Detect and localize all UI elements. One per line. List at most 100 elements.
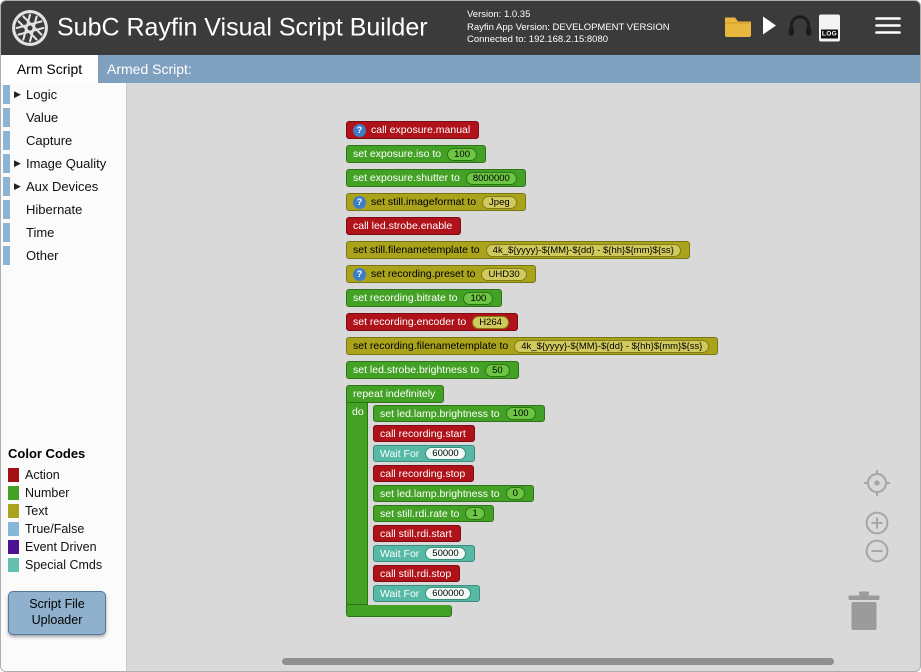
category-color-strip: [3, 108, 10, 127]
uploader-label-line2: Uploader: [31, 613, 83, 627]
block-value[interactable]: 600000: [425, 587, 471, 600]
category-label: Value: [26, 110, 59, 125]
color-code-label: True/False: [25, 522, 85, 536]
color-code-label: Event Driven: [25, 540, 97, 554]
script-file-uploader-button[interactable]: Script File Uploader: [8, 591, 106, 635]
color-code-label: Special Cmds: [25, 558, 103, 572]
block-value[interactable]: 0: [505, 487, 525, 500]
sidebar-item-time[interactable]: Time: [1, 221, 126, 244]
sidebar-item-image-quality[interactable]: ▶Image Quality: [1, 152, 126, 175]
block-value[interactable]: UHD30: [481, 267, 527, 281]
block-set-exposure-shutter-to[interactable]: set exposure.shutter to 8000000: [346, 169, 526, 187]
help-icon[interactable]: ?: [353, 195, 366, 209]
category-color-strip: [3, 246, 10, 265]
version-info: Version: 1.0.35 Rayfin App Version: DEVE…: [467, 9, 670, 47]
loop-header[interactable]: repeat indefinitely: [346, 385, 445, 403]
blockly-workspace[interactable]: ?call exposure.manual set exposure.iso to…: [128, 83, 920, 671]
menu-button[interactable]: [875, 16, 901, 41]
sidebar-item-logic[interactable]: ▶Logic: [1, 83, 126, 106]
block-value[interactable]: 1: [465, 507, 485, 520]
minus-icon: [865, 539, 889, 563]
block-call-recording-start[interactable]: call recording.start: [373, 425, 475, 442]
block-label: set still.filenametemplate to: [353, 244, 480, 256]
block-label: call recording.stop: [380, 467, 466, 480]
block-value[interactable]: 60000: [425, 447, 466, 460]
block-set-exposure-iso-to[interactable]: set exposure.iso to 100: [346, 145, 486, 163]
block-label: set recording.preset to: [371, 268, 476, 280]
color-code-item-action: Action: [8, 466, 102, 484]
headset-button[interactable]: [787, 14, 813, 43]
sidebar-item-capture[interactable]: Capture: [1, 129, 126, 152]
expand-arrow-icon: ▶: [14, 158, 21, 168]
zoom-in-button[interactable]: [865, 511, 889, 535]
category-label: Other: [26, 248, 59, 263]
block-value[interactable]: 100: [505, 407, 536, 420]
zoom-out-button[interactable]: [865, 539, 889, 563]
block-call-led-strobe-enable[interactable]: call led.strobe.enable: [346, 217, 462, 235]
block-set-led-strobe-brightness-to[interactable]: set led.strobe.brightness to 50: [346, 361, 519, 379]
trash-icon: [848, 591, 880, 630]
block-set-still-filenametemplate-to[interactable]: set still.filenametemplate to 4k_${yyyy}-…: [346, 241, 690, 259]
block-value[interactable]: 50: [485, 363, 510, 377]
block-value[interactable]: 100: [463, 291, 494, 305]
block-label: call recording.start: [380, 427, 466, 440]
category-color-strip: [3, 223, 10, 242]
block-value[interactable]: 100: [447, 147, 477, 161]
category-color-strip: [3, 131, 10, 150]
category-color-strip: [3, 85, 10, 104]
block-call-still-rdi-start[interactable]: call still.rdi.start: [373, 525, 461, 542]
zoom-reset-button[interactable]: [863, 469, 891, 497]
block-call-still-rdi-stop[interactable]: call still.rdi.stop: [373, 565, 461, 582]
sidebar-item-aux-devices[interactable]: ▶Aux Devices: [1, 175, 126, 198]
help-icon[interactable]: ?: [353, 267, 366, 281]
block-label: set led.strobe.brightness to: [353, 364, 480, 376]
play-icon: [761, 15, 777, 42]
plus-icon: [865, 511, 889, 535]
sidebar-item-value[interactable]: Value: [1, 106, 126, 129]
block-label: set recording.bitrate to: [353, 292, 458, 304]
help-icon[interactable]: ?: [353, 123, 366, 137]
block-call-recording-stop[interactable]: call recording.stop: [373, 465, 475, 482]
block-value[interactable]: Jpeg: [482, 195, 517, 209]
block-value[interactable]: 50000: [425, 547, 466, 560]
trash-drop-target[interactable]: [847, 591, 881, 631]
block-label: set led.lamp.brightness to: [380, 487, 500, 500]
log-button[interactable]: LOG: [819, 14, 840, 42]
connected-line: Connected to: 192.168.2.15:8080: [467, 34, 609, 46]
block-set-recording-preset-to[interactable]: ? set recording.preset to UHD30: [346, 265, 536, 283]
category-label: Capture: [26, 133, 73, 148]
color-code-item-special-cmds: Special Cmds: [8, 556, 102, 574]
block-set-recording-bitrate-to[interactable]: set recording.bitrate to 100: [346, 289, 503, 307]
block-set-led-lamp-brightness-to[interactable]: set led.lamp.brightness to 0: [373, 485, 534, 502]
tab-arm-script[interactable]: Arm Script: [1, 55, 98, 83]
block-label: call still.rdi.stop: [380, 567, 452, 580]
block-call-exposure-manual[interactable]: ?call exposure.manual: [346, 121, 480, 139]
color-code-label: Text: [25, 504, 48, 518]
aperture-logo-icon: [11, 9, 49, 47]
open-file-button[interactable]: [723, 14, 753, 43]
block-value[interactable]: 4k_${yyyy}-${MM}-${dd} - ${hh}${mm}${ss}: [514, 339, 710, 353]
run-script-button[interactable]: [761, 15, 777, 42]
color-code-item-number: Number: [8, 484, 102, 502]
block-value[interactable]: H264: [472, 315, 509, 329]
block-value[interactable]: 4k_${yyyy}-${MM}-${dd} - ${hh}${mm}${ss}: [485, 243, 681, 257]
block-label: set exposure.shutter to: [353, 172, 460, 184]
version-line: Version: 1.0.35: [467, 9, 531, 20]
block-value[interactable]: 8000000: [465, 171, 517, 185]
sidebar-item-hibernate[interactable]: Hibernate: [1, 198, 126, 221]
color-swatch: [8, 540, 19, 554]
horizontal-scrollbar-thumb[interactable]: [282, 658, 834, 665]
block-label: set exposure.iso to: [353, 148, 442, 160]
sidebar-item-other[interactable]: Other: [1, 244, 126, 267]
